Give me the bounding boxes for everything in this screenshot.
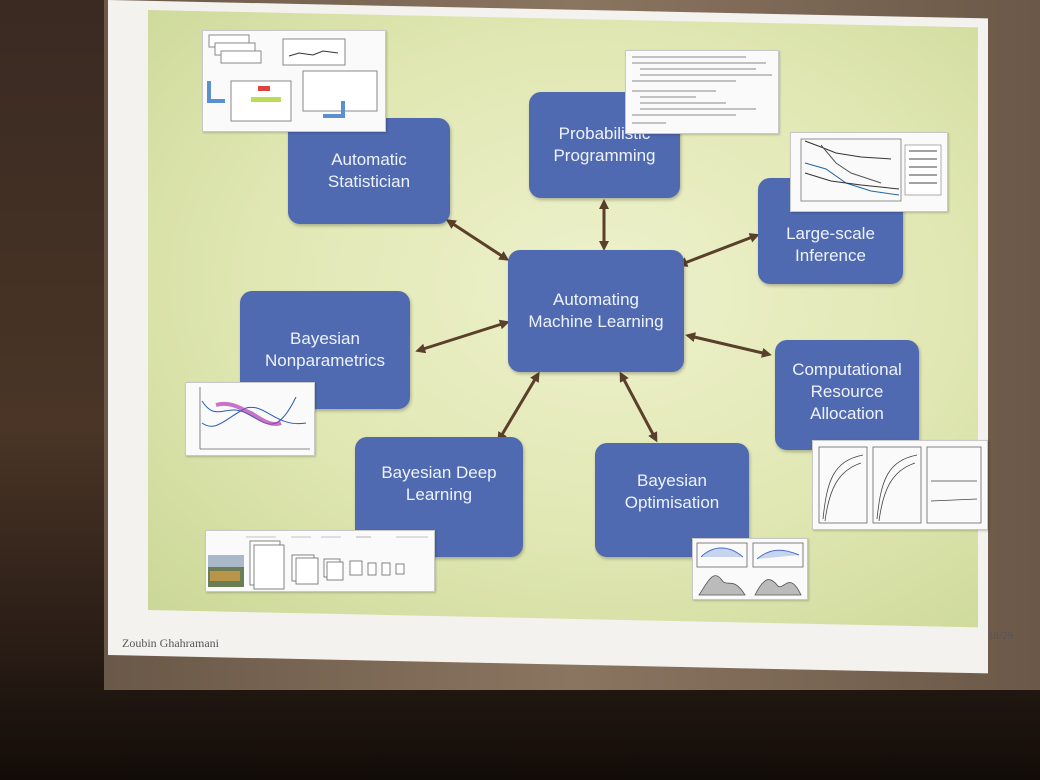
node-bayesian-nonparametrics-label: Bayesian Nonparametrics — [265, 329, 385, 370]
arrow-bayesian-nonparametrics — [415, 319, 510, 354]
code-thumbnail-image — [632, 56, 772, 124]
flowchart-thumbnail-image — [207, 34, 378, 122]
footer-author: Zoubin Ghahramani — [122, 636, 219, 650]
center-node-label: Automating Machine Learning — [528, 290, 664, 331]
computational-resource-allocation-thumbnail — [812, 440, 988, 530]
probabilistic-programming-thumbnail — [625, 50, 779, 134]
automatic-statistician-thumbnail — [202, 30, 386, 132]
arrow-bayesian-deep-learning — [497, 371, 540, 443]
acquisition-plot-thumbnail-image — [696, 542, 804, 596]
line-plot-thumbnail-image — [800, 138, 942, 202]
arrow-computational-resource-allocation — [685, 332, 772, 358]
footer-page-number: 18/29 — [988, 630, 1014, 642]
node-bayesian-deep-learning-label: Bayesian Deep Learning — [381, 463, 497, 504]
node-large-scale-inference-label: Large-scale Inference — [786, 224, 875, 265]
learning-curves-thumbnail-image — [818, 446, 982, 524]
bayesian-deep-learning-thumbnail — [205, 530, 435, 592]
cnn-architecture-thumbnail-image — [208, 536, 428, 590]
bayesian-optimisation-thumbnail — [692, 538, 808, 600]
node-automatic-statistician-label: Automatic Statistician — [327, 150, 411, 191]
node-computational-resource-allocation: Computational Resource Allocation — [775, 340, 919, 450]
arrow-large-scale-inference — [677, 233, 760, 267]
bayesian-nonparametrics-thumbnail — [185, 382, 315, 456]
node-automatic-statistician: Automatic Statistician — [288, 118, 450, 224]
node-bayesian-optimisation-label: Bayesian Optimisation — [624, 471, 720, 512]
gp-plot-thumbnail-image — [199, 387, 310, 450]
node-computational-resource-allocation-label: Computational Resource Allocation — [792, 360, 902, 423]
arrow-automatic-statistician — [445, 219, 510, 261]
large-scale-inference-thumbnail — [790, 132, 948, 212]
arrow-bayesian-optimisation — [619, 371, 658, 443]
center-node: Automating Machine Learning — [508, 250, 684, 372]
